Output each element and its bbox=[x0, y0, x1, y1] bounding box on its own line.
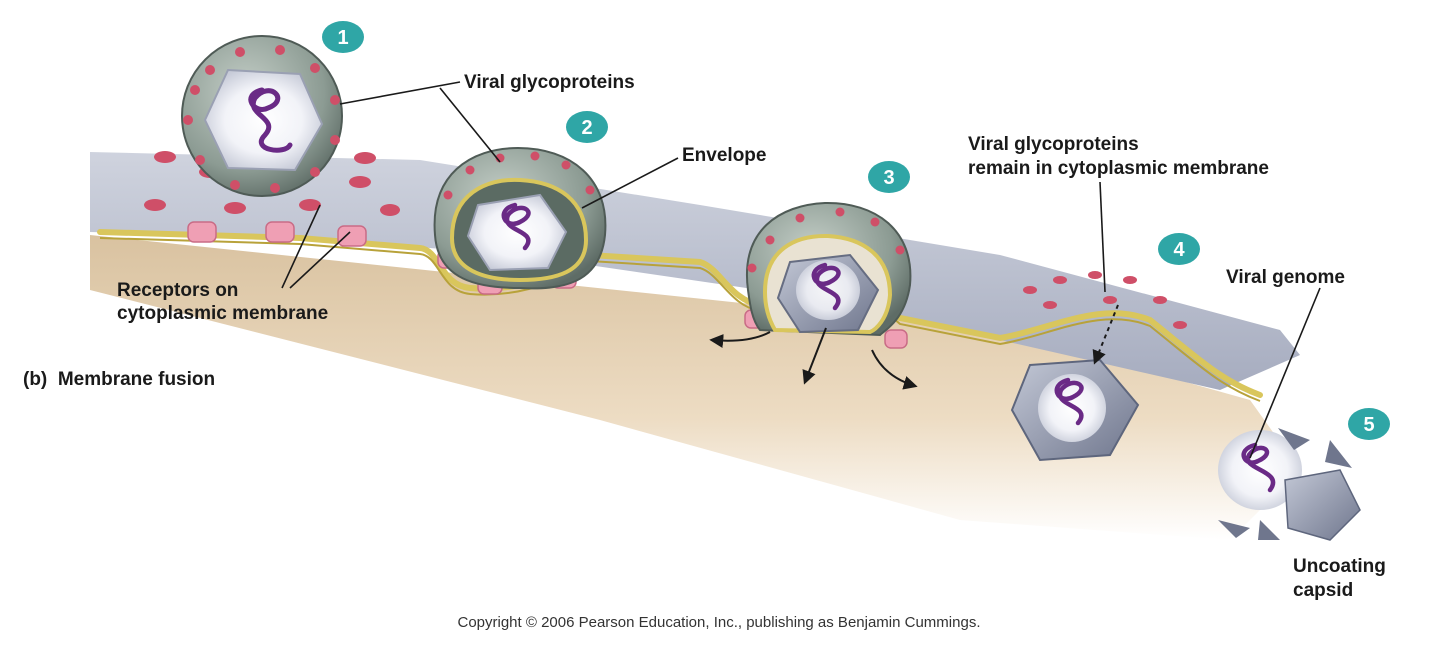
step-badge-4: 4 bbox=[1158, 233, 1200, 265]
uncoating-capsid-step-5 bbox=[1218, 428, 1361, 541]
label-receptors-line-2: cytoplasmic membrane bbox=[117, 303, 328, 324]
label-uncoating-line-1: Uncoating bbox=[1293, 556, 1386, 577]
svg-text:5: 5 bbox=[1363, 414, 1374, 436]
panel-title: (b) Membrane fusion bbox=[23, 369, 215, 390]
cytoplasm bbox=[90, 235, 1300, 540]
svg-text:4: 4 bbox=[1173, 239, 1185, 261]
glycoproteins-remaining-in-membrane bbox=[1023, 271, 1187, 329]
svg-text:3: 3 bbox=[883, 167, 894, 189]
step-badge-3: 3 bbox=[868, 161, 910, 193]
leader-lines bbox=[281, 81, 1321, 459]
step-badge-2: 2 bbox=[566, 111, 608, 143]
label-glycoproteins-remain-line-2: remain in cytoplasmic membrane bbox=[968, 158, 1269, 179]
released-capsid-step-4 bbox=[1010, 358, 1140, 462]
label-uncoating-line-2: capsid bbox=[1293, 580, 1353, 601]
svg-text:2: 2 bbox=[581, 117, 592, 139]
virion-step-1 bbox=[181, 35, 343, 197]
label-viral-glycoproteins: Viral glycoproteins bbox=[464, 72, 635, 93]
virion-step-3 bbox=[745, 201, 912, 337]
copyright-notice: Copyright © 2006 Pearson Education, Inc.… bbox=[457, 614, 980, 631]
step-badge-5: 5 bbox=[1348, 408, 1390, 440]
movement-arrows bbox=[709, 304, 1119, 390]
label-receptors-line-1: Receptors on bbox=[117, 280, 238, 301]
label-envelope: Envelope bbox=[682, 145, 766, 166]
virion-step-2 bbox=[433, 146, 607, 290]
label-glycoproteins-remain-line-1: Viral glycoproteins bbox=[968, 134, 1139, 155]
svg-text:1: 1 bbox=[337, 27, 348, 49]
step-badge-1: 1 bbox=[322, 21, 364, 53]
label-viral-genome: Viral genome bbox=[1226, 267, 1345, 288]
